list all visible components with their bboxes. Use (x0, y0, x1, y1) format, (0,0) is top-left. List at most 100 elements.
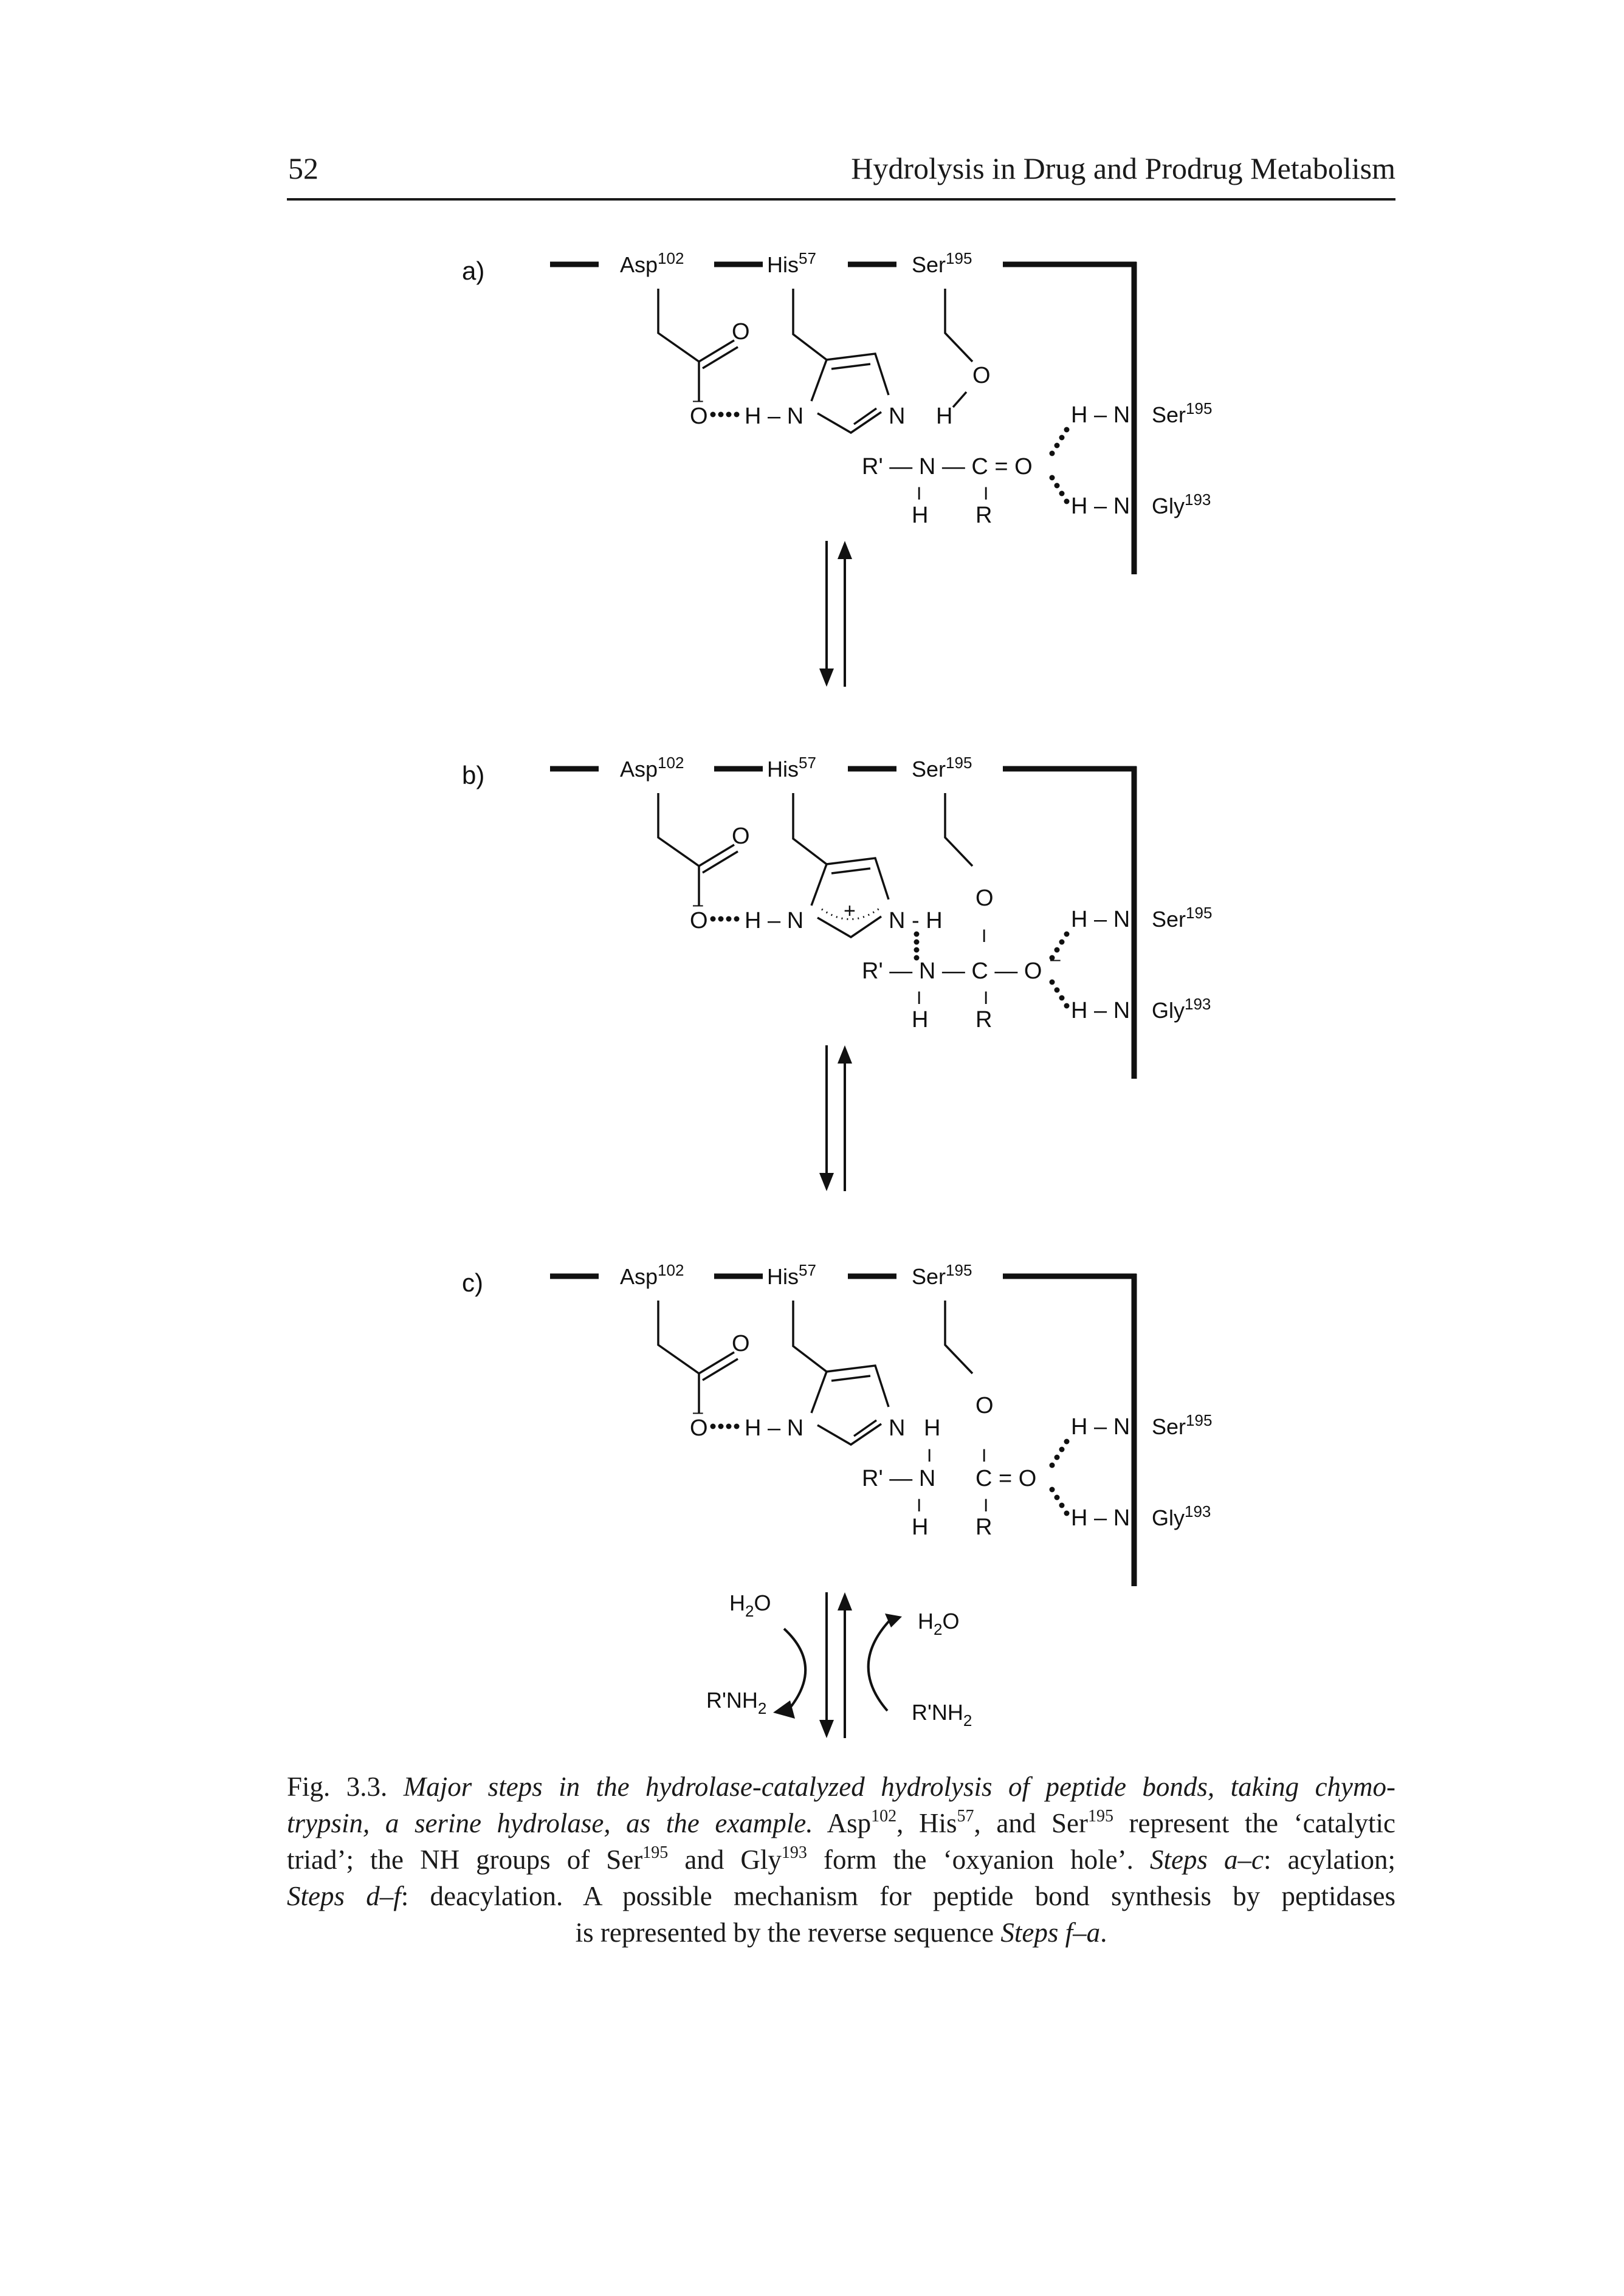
ring-double-bond (853, 407, 878, 425)
curved-arrow-right-head (885, 1614, 902, 1627)
hbond-dots (710, 411, 716, 418)
oxyanion-nh-ser: H – N (1071, 907, 1130, 932)
ser-side-chain (944, 289, 974, 363)
superscript: 195 (946, 249, 972, 267)
arrow-head-down (819, 1173, 834, 1191)
carbonyl-oxygen: O (732, 319, 750, 345)
hbond-dots (718, 411, 724, 418)
his-side-chain (792, 793, 828, 865)
caption-superscript: 193 (781, 1843, 807, 1862)
his-nh: H – N (745, 1415, 803, 1441)
amine-nitrogen: R' — N (862, 1466, 935, 1491)
vertical-bond-mark: I (982, 926, 986, 946)
residue-asp: Asp102 (620, 754, 684, 782)
vertical-bond-mark: I (917, 484, 921, 504)
ring-double-bond (831, 363, 871, 370)
his-nh: H – N (745, 404, 803, 429)
equilibrium-arrow-bc (819, 1045, 852, 1191)
ser-oxygen: O (972, 363, 991, 388)
caption-figure-label: Fig. 3.3. (287, 1772, 404, 1802)
hbond-dots (734, 411, 740, 418)
hbond-dots (1054, 483, 1060, 489)
hbond-dots (1064, 427, 1070, 433)
ring-nitrogen: N (889, 404, 905, 429)
ser-oxygen: O (975, 885, 994, 911)
ring-bond (810, 1371, 828, 1414)
vertical-bond-mark: I (927, 1446, 932, 1466)
superscript: 57 (799, 1261, 816, 1279)
oxyanion-charge: – (1050, 949, 1061, 969)
hbond-dots (726, 1423, 732, 1429)
ring-bond (817, 915, 882, 939)
superscript: 195 (1186, 1411, 1212, 1429)
side-chain-r: R (975, 1514, 992, 1540)
hbond-dots (1054, 1454, 1060, 1460)
hbond-dots (734, 916, 740, 922)
his-nh-protonated: N - H (889, 908, 943, 933)
hbond-dots (1064, 1510, 1070, 1516)
hbond-dots (1049, 979, 1055, 985)
caption-text: , and Ser (974, 1808, 1088, 1838)
subscript: 2 (963, 1711, 972, 1730)
caption-title: Major steps in the hydrolase-catalyzed h… (403, 1772, 1395, 1802)
tetrahedral-intermediate: R' — N — C — O (862, 958, 1042, 984)
ser-side-chain (944, 793, 974, 867)
oxyanion-gly-label: Gly193 (1152, 1502, 1211, 1530)
ser-side-chain (944, 1301, 974, 1375)
water-in-label: H2O (729, 1590, 771, 1620)
caption-line-5: is represented by the reverse sequence S… (287, 1914, 1395, 1951)
caption-text: is represented by the reverse sequence (575, 1917, 1001, 1948)
page-number: 52 (288, 151, 318, 185)
caption-text: , His (896, 1808, 957, 1838)
amine-out-label: R'NH2 (706, 1688, 766, 1717)
curved-arrow-left-head (773, 1700, 795, 1719)
oxyanion-nh-gly: H – N (1071, 1505, 1130, 1531)
carboxylate-oxygen: O (690, 908, 708, 933)
his-side-chain (792, 289, 828, 361)
caption-superscript: 102 (871, 1807, 897, 1826)
hbond-dots (1059, 995, 1065, 1001)
asp-side-chain (657, 793, 700, 867)
vertical-bond-mark: I (917, 1496, 921, 1516)
negative-charge: – (693, 895, 703, 915)
carbonyl-bond (698, 339, 735, 363)
vertical-bond-mark: I (983, 484, 988, 504)
panel-label: b) (462, 761, 484, 789)
oxyanion-ser-label: Ser195 (1152, 1411, 1212, 1439)
hbond-dots (913, 947, 920, 953)
hbond-dots (1049, 1487, 1055, 1493)
hbond-dots (1059, 435, 1065, 441)
amide-hydrogen: H (912, 1514, 928, 1540)
hbond-dots (710, 916, 716, 922)
caption-text: . (1100, 1917, 1107, 1948)
amide-hydrogen: H (912, 503, 928, 528)
carbonyl-bond (702, 1358, 738, 1381)
superscript: 193 (1185, 490, 1211, 509)
panel-label: a) (462, 256, 484, 285)
superscript: 195 (1186, 399, 1212, 418)
negative-charge: – (693, 1402, 703, 1422)
caption-steps-label: Steps d–f (287, 1881, 401, 1911)
ring-bond (826, 857, 890, 900)
caption-text: : deacylation. A possible mechanism for … (401, 1881, 1395, 1911)
ring-bond (817, 411, 882, 435)
ring-bond (810, 359, 828, 402)
hbond-dots (726, 916, 732, 922)
vertical-bond-mark: I (917, 988, 921, 1008)
residue-asp: Asp102 (620, 249, 684, 277)
amine-in-label: R'NH2 (912, 1700, 972, 1730)
caption-title-end: trypsin, a serine hydrolase, as the exam… (287, 1808, 813, 1838)
vertical-bond-mark: I (983, 1496, 988, 1516)
side-chain-r: R (975, 1007, 992, 1033)
arrow-head-down (819, 1720, 834, 1738)
residue-his: His57 (767, 754, 816, 782)
curved-arrow-right (867, 1618, 892, 1712)
oxyanion-gly-label: Gly193 (1152, 490, 1211, 518)
caption-line-1: Fig. 3.3. Major steps in the hydrolase-c… (287, 1768, 1395, 1805)
caption-text: represent the ‘catalytic (1113, 1808, 1395, 1838)
arrow-head-up (838, 1592, 852, 1610)
hbond-dots (718, 916, 724, 922)
superscript: 193 (1185, 1502, 1211, 1521)
